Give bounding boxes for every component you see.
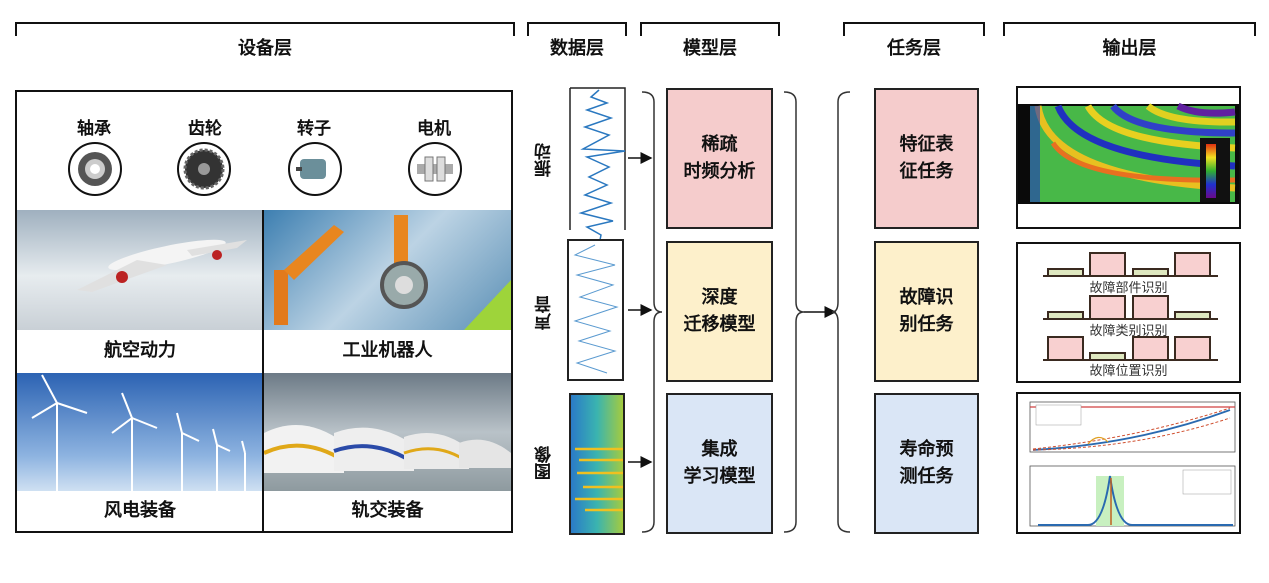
vibration-signal-plot xyxy=(569,87,626,246)
brace-model-right xyxy=(783,91,805,533)
task-layer-title: 任务层 xyxy=(887,38,941,59)
task-line1: 特征表 xyxy=(899,134,954,156)
gear-icon xyxy=(177,142,231,196)
model-layer-title: 模型层 xyxy=(683,38,737,59)
equipment-label-rail: 轨交装备 xyxy=(264,491,511,531)
model-box-deep-transfer: 深度迁移模型 xyxy=(666,241,773,382)
model-line1: 深度 xyxy=(701,287,738,309)
output-life-prediction xyxy=(1016,392,1241,534)
rail-train-image xyxy=(264,373,511,491)
task-line1: 故障识 xyxy=(899,287,954,309)
fault-bar-diagrams xyxy=(1043,252,1218,361)
motor-icon xyxy=(408,142,462,196)
task-line2: 别任务 xyxy=(899,313,954,335)
fault-label-component: 故障部件识别 xyxy=(1089,281,1168,296)
model-line2: 迁移模型 xyxy=(683,313,756,335)
output-layer-bracket xyxy=(1003,22,1256,36)
task-line1: 寿命预 xyxy=(899,439,954,461)
data-layer-bracket xyxy=(527,22,627,36)
connectors xyxy=(628,91,851,533)
task-layer-bracket xyxy=(843,22,985,36)
component-label-rotor: 转子 xyxy=(297,119,331,139)
model-line2: 时频分析 xyxy=(683,160,756,182)
device-layer-title: 设备层 xyxy=(238,38,292,59)
bearing-icon xyxy=(68,142,122,196)
train-icon xyxy=(264,425,511,473)
component-label-motor: 电机 xyxy=(417,119,451,139)
wind-turbine-icon xyxy=(31,374,246,491)
model-line1: 稀疏 xyxy=(701,134,738,156)
spectrogram-image xyxy=(569,393,625,535)
model-line2: 学习模型 xyxy=(683,465,756,487)
task-line2: 测任务 xyxy=(899,465,954,487)
brace-task-left xyxy=(831,91,851,533)
data-label-sound: 声音 xyxy=(535,296,555,330)
task-line2: 征任务 xyxy=(899,160,954,182)
fault-label-location: 故障位置识别 xyxy=(1089,364,1168,379)
sound-signal-plot xyxy=(567,239,624,381)
data-thumbnails xyxy=(567,87,626,535)
task-box-feature: 特征表征任务 xyxy=(874,88,979,229)
component-label-bearing: 轴承 xyxy=(77,119,111,139)
output-tf-map xyxy=(1016,86,1241,229)
rul-prediction-plots xyxy=(1029,401,1236,527)
wind-turbine-image xyxy=(17,373,263,491)
fault-label-category: 故障类别识别 xyxy=(1089,324,1168,339)
task-box-life-prediction: 寿命预测任务 xyxy=(874,393,979,534)
component-label-gear: 齿轮 xyxy=(188,119,222,139)
rotor-icon xyxy=(288,142,342,196)
aviation-image xyxy=(17,210,263,330)
airplane-icon xyxy=(77,239,247,292)
task-box-fault-id: 故障识别任务 xyxy=(874,241,979,382)
data-label-image: 图像 xyxy=(535,446,555,480)
component-icons xyxy=(68,142,462,196)
data-label-vibration: 振动 xyxy=(535,143,555,177)
device-layer-bracket xyxy=(15,22,515,36)
grid-divider-v xyxy=(262,210,264,533)
equipment-label-aviation: 航空动力 xyxy=(17,330,263,372)
model-box-ensemble: 集成学习模型 xyxy=(666,393,773,534)
brace-data-to-model xyxy=(641,91,663,533)
robot-arm-icon xyxy=(274,215,511,330)
robot-image xyxy=(264,210,511,330)
equipment-label-robot: 工业机器人 xyxy=(264,330,511,372)
model-layer-bracket xyxy=(640,22,780,36)
equipment-label-wind: 风电装备 xyxy=(17,491,263,531)
output-layer-title: 输出层 xyxy=(1102,38,1157,59)
model-line1: 集成 xyxy=(701,439,738,461)
model-box-sparse-tf: 稀疏时频分析 xyxy=(666,88,773,229)
device-panel: 轴承 齿轮 转子 电机 航空动力 工业机器人 风电装备 轨交装 xyxy=(15,90,513,533)
time-frequency-heatmap xyxy=(1018,102,1239,204)
data-layer-title: 数据层 xyxy=(550,38,604,59)
output-fault-identification: 故障部件识别 故障类别识别 故障位置识别 xyxy=(1016,242,1241,383)
